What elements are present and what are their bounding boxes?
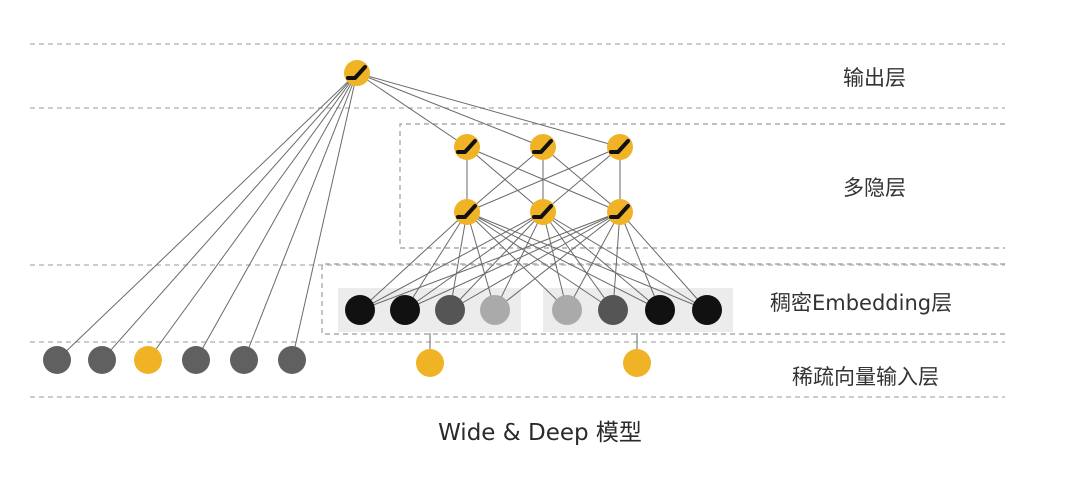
sparse-node — [88, 346, 116, 374]
embed-link — [542, 211, 568, 311]
layer-separators — [30, 43, 1005, 398]
embedding-layer-label: 稠密Embedding层 — [770, 291, 953, 315]
embed-link — [566, 211, 621, 311]
hidden-node — [607, 199, 633, 225]
hidden-node — [530, 199, 556, 225]
embed-link — [449, 211, 468, 311]
embedding-node — [552, 295, 582, 325]
sparse-node-active — [623, 349, 651, 377]
sparse-input-nodes — [43, 346, 651, 377]
sparse-node-active — [416, 349, 444, 377]
embedding-node — [480, 295, 510, 325]
hidden-link — [466, 146, 621, 213]
embed-link — [466, 211, 614, 311]
wide-link — [147, 72, 358, 361]
wide-link — [291, 72, 358, 361]
hidden-layers-label: 多隐层 — [843, 176, 906, 200]
embedding-node — [390, 295, 420, 325]
embed-link — [494, 211, 544, 311]
embed-link — [449, 211, 544, 311]
embed-link — [359, 211, 544, 311]
deep-part-boxes — [321, 123, 1005, 335]
embedding-node — [345, 295, 375, 325]
wide-link — [101, 72, 358, 361]
embedding-nodes — [345, 295, 722, 325]
diagram-caption: Wide & Deep 模型 — [438, 420, 642, 446]
embed-link — [449, 211, 621, 311]
hidden-node — [530, 134, 556, 160]
embed-link — [404, 211, 544, 311]
embed-link — [494, 211, 621, 311]
deep-link — [356, 72, 468, 148]
hidden-node — [607, 134, 633, 160]
embed-link — [542, 211, 708, 311]
embedding-node — [435, 295, 465, 325]
sparse-node — [230, 346, 258, 374]
hidden-node — [454, 134, 480, 160]
sparse-node — [278, 346, 306, 374]
hidden-link — [542, 146, 621, 213]
network-connections — [56, 72, 708, 362]
activation-nodes — [344, 60, 633, 225]
wide-link — [243, 72, 358, 361]
embed-link — [612, 211, 621, 311]
embed-link — [466, 211, 496, 311]
deep-link — [356, 72, 544, 148]
wide-link — [195, 72, 358, 361]
hidden-layers-box — [399, 123, 1005, 249]
hidden-node — [454, 199, 480, 225]
hidden-link — [466, 146, 544, 213]
wide-link — [56, 72, 358, 361]
sparse-node — [182, 346, 210, 374]
embed-link — [404, 211, 621, 311]
embedding-node — [645, 295, 675, 325]
embed-link — [542, 211, 661, 311]
embed-link — [404, 211, 468, 311]
sparse-node — [43, 346, 71, 374]
deep-link — [356, 72, 621, 148]
embed-link — [619, 211, 661, 311]
embedding-node — [598, 295, 628, 325]
embed-link — [542, 211, 614, 311]
sparse-input-layer-label: 稀疏向量输入层 — [792, 365, 939, 389]
sparse-node-active — [134, 346, 162, 374]
embed-link — [466, 211, 708, 311]
embed-link — [619, 211, 708, 311]
embed-link — [466, 211, 568, 311]
output-node — [344, 60, 370, 86]
embed-link — [359, 211, 468, 311]
embed-link — [466, 211, 661, 311]
output-layer-label: 输出层 — [843, 66, 906, 90]
embedding-node — [692, 295, 722, 325]
embed-link — [359, 211, 621, 311]
